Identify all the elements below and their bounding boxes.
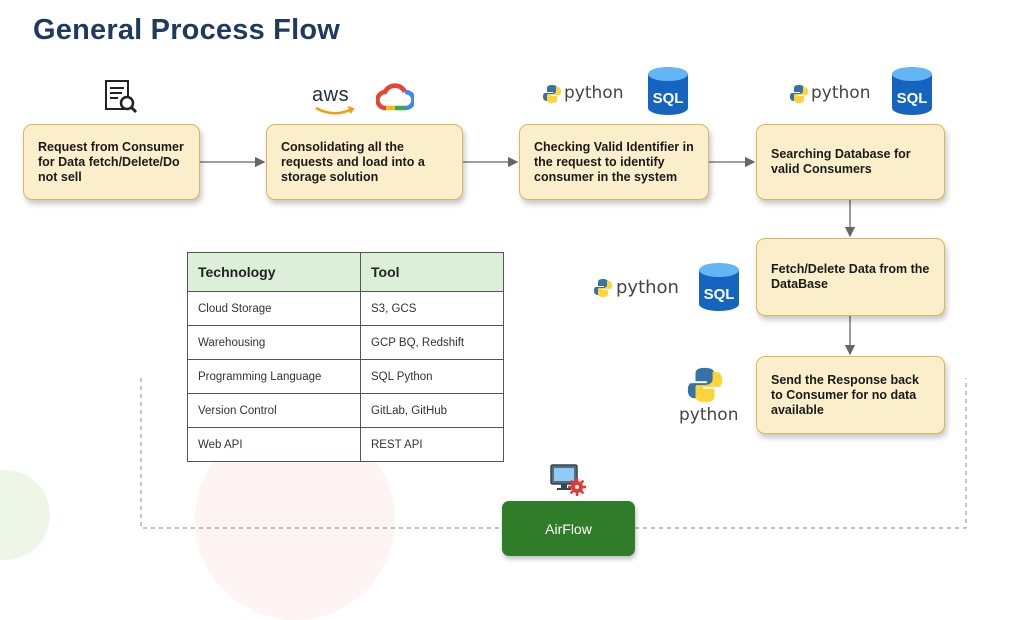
- aws-logo: aws: [312, 84, 358, 118]
- sql-database-icon: SQL: [892, 67, 932, 115]
- step-checking-valid-identifier: Checking Valid Identifier in the request…: [519, 124, 709, 200]
- airflow-label: AirFlow: [545, 520, 592, 537]
- python-icon: [543, 85, 561, 103]
- sql-label: SQL: [897, 90, 928, 107]
- google-cloud-icon: [376, 83, 414, 111]
- table-cell: GitLab, GitHub: [360, 393, 504, 428]
- document-search-icon: [105, 80, 138, 114]
- monitor-gear-icon: [550, 464, 586, 496]
- table-row: Web API REST API: [187, 427, 504, 462]
- python-icon-large: [687, 367, 723, 403]
- step-request-from-consumer: Request from Consumer for Data fetch/Del…: [23, 124, 200, 200]
- table-cell: SQL Python: [360, 359, 504, 394]
- column-header-tool: Tool: [360, 252, 504, 292]
- page-title: General Process Flow: [33, 14, 341, 46]
- airflow-dashed-loop: [140, 378, 967, 529]
- column-header-technology: Technology: [187, 252, 361, 292]
- table-row: Version Control GitLab, GitHub: [187, 393, 504, 428]
- table-cell: Cloud Storage: [187, 291, 361, 326]
- python-label: python: [811, 83, 871, 103]
- python-icon: [594, 279, 612, 297]
- table-header-row: Technology Tool: [187, 252, 504, 292]
- step-send-response: Send the Response back to Consumer for n…: [756, 356, 945, 434]
- step-consolidating-requests: Consolidating all the requests and load …: [266, 124, 463, 200]
- table-row: Cloud Storage S3, GCS: [187, 291, 504, 326]
- sql-database-icon: SQL: [648, 67, 688, 115]
- table-cell: REST API: [360, 427, 504, 462]
- table-cell: Version Control: [187, 393, 361, 428]
- aws-smile-icon: [315, 106, 355, 115]
- sql-label: SQL: [704, 286, 735, 303]
- table-cell: Warehousing: [187, 325, 361, 360]
- aws-logo-text: aws: [312, 84, 350, 106]
- airflow-block: AirFlow: [502, 501, 635, 556]
- python-label: python: [564, 83, 624, 103]
- sql-database-icon: SQL: [699, 263, 739, 311]
- table-cell: Web API: [187, 427, 361, 462]
- table-cell: Programming Language: [187, 359, 361, 394]
- technology-table: Technology Tool Cloud Storage S3, GCS Wa…: [187, 252, 504, 462]
- step-fetch-delete-data: Fetch/Delete Data from the DataBase: [756, 238, 945, 316]
- table-row: Programming Language SQL Python: [187, 359, 504, 394]
- connector-lines: [140, 156, 967, 529]
- table-row: Warehousing GCP BQ, Redshift: [187, 325, 504, 360]
- python-label: python: [616, 277, 679, 298]
- step-searching-database: Searching Database for valid Consumers: [756, 124, 945, 200]
- table-cell: GCP BQ, Redshift: [360, 325, 504, 360]
- python-icon: [790, 85, 808, 103]
- table-cell: S3, GCS: [360, 291, 504, 326]
- sql-label: SQL: [653, 90, 684, 107]
- python-label: python: [679, 405, 739, 425]
